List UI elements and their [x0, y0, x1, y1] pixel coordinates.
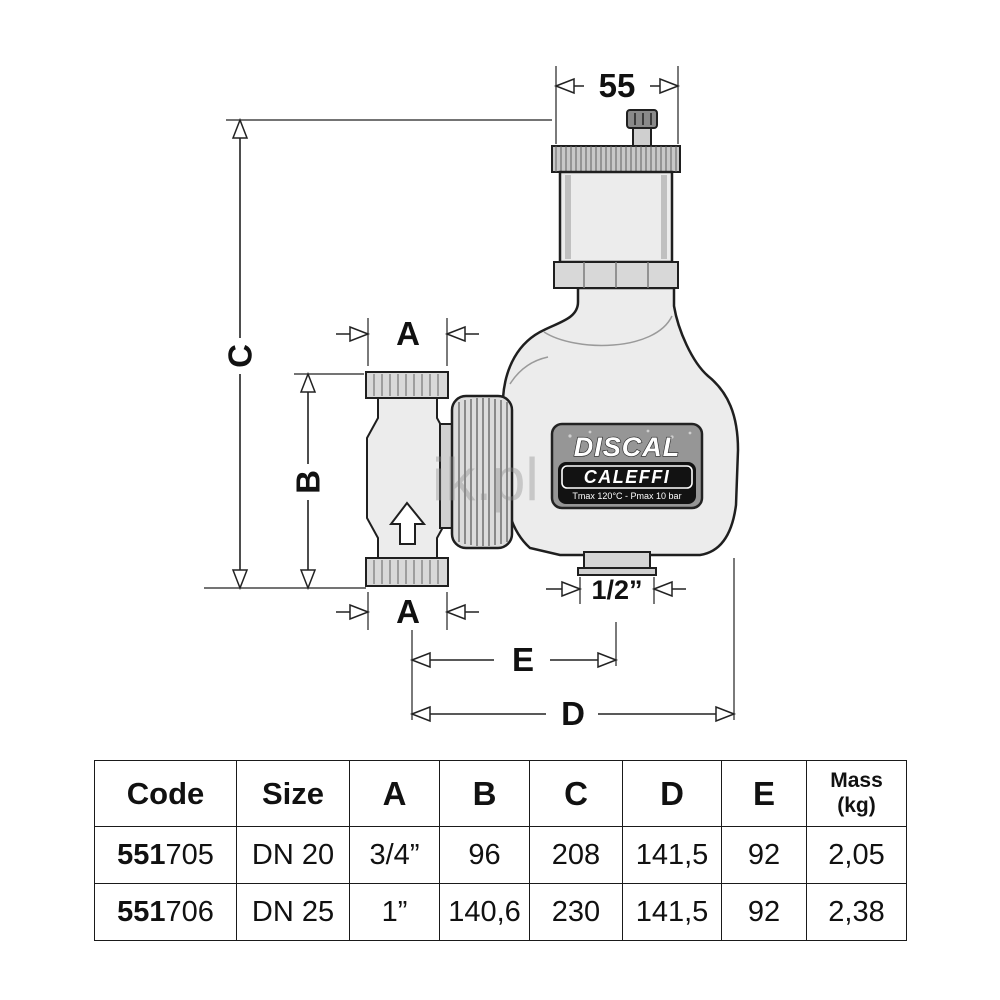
tee-top-threads [373, 374, 439, 396]
watermark: ik.pl [432, 446, 539, 513]
cell-b: 96 [439, 826, 530, 884]
flow-direction-arrow [388, 501, 427, 545]
cell-size: DN 25 [236, 883, 350, 941]
code-prefix: 551 [117, 895, 166, 928]
valve-main-body [501, 286, 740, 557]
discal-label: DISCAL [574, 432, 681, 462]
header-mass-line1: Mass [830, 769, 883, 793]
header-b: B [439, 760, 530, 827]
cell-e: 92 [721, 826, 807, 884]
dimension-lines [204, 66, 737, 723]
drain-port-group [577, 551, 657, 576]
table-row: 551705 DN 20 3/4” 96 208 141,5 92 2,05 [94, 826, 907, 884]
cell-c: 230 [529, 883, 623, 941]
dim-a-bottom-label: A [396, 593, 420, 630]
caleffi-logo: CALEFFI [584, 467, 671, 487]
tee-top-coupling [365, 371, 449, 399]
union-nut-ribs [458, 398, 508, 546]
tee-bottom-threads [373, 560, 439, 584]
cell-mass: 2,38 [806, 883, 907, 941]
tee-body [366, 397, 449, 559]
header-e: E [721, 760, 807, 827]
cell-a: 3/4” [349, 826, 440, 884]
dim-55-label: 55 [599, 67, 636, 104]
caleffi-logo-box [561, 465, 693, 489]
cell-a: 1” [349, 883, 440, 941]
vent-cap-slots [634, 113, 652, 125]
dim-a-top-label: A [396, 315, 420, 352]
spec-table: Code Size A B C D E Mass (kg) 551705 DN … [94, 760, 907, 941]
rating-text: Tmax 120°C - Pmax 10 bar [572, 491, 681, 501]
air-vent-group [551, 109, 681, 289]
header-a: A [349, 760, 440, 827]
collar-facets [583, 262, 649, 288]
valve-diagram: DISCAL CALEFFI Tmax 120°C - Pmax 10 bar … [204, 66, 740, 732]
code-suffix: 705 [165, 838, 214, 871]
dim-d-label: D [561, 695, 585, 732]
body-shoulder [509, 356, 549, 385]
cell-e: 92 [721, 883, 807, 941]
header-mass: Mass (kg) [806, 760, 907, 827]
header-c: C [529, 760, 623, 827]
knurl-lines [555, 146, 677, 172]
dim-drain-label: 1/2” [591, 575, 642, 605]
cylinder-shading [565, 175, 667, 259]
extension-lines [204, 66, 735, 720]
body-seam [543, 315, 673, 347]
tee-bottom-coupling [365, 557, 449, 587]
header-size: Size [236, 760, 350, 827]
union-group [439, 394, 514, 550]
dim-c-label: C [222, 344, 259, 368]
code-prefix: 551 [117, 838, 166, 871]
cell-mass: 2,05 [806, 826, 907, 884]
vent-cylinder [558, 170, 674, 264]
cell-c: 208 [529, 826, 623, 884]
cell-size: DN 20 [236, 826, 350, 884]
drain-port-lip [577, 567, 657, 576]
product-label-group: DISCAL CALEFFI Tmax 120°C - Pmax 10 bar [550, 422, 704, 510]
header-row: Code Size A B C D E Mass (kg) [94, 760, 907, 827]
tee-fitting-group [365, 371, 449, 587]
cell-d: 141,5 [622, 883, 722, 941]
dim-e-label: E [512, 641, 534, 678]
header-d: D [622, 760, 722, 827]
header-code: Code [94, 760, 237, 827]
cell-b: 140,6 [439, 883, 530, 941]
cell-code: 551705 [94, 826, 237, 884]
arrowheads [231, 77, 737, 723]
header-mass-line2: (kg) [837, 793, 876, 817]
code-suffix: 706 [165, 895, 214, 928]
valve-body-group [501, 286, 740, 557]
cell-d: 141,5 [622, 826, 722, 884]
dim-b-label: B [290, 470, 327, 494]
table-row: 551706 DN 25 1” 140,6 230 141,5 92 2,38 [94, 883, 907, 941]
cell-code: 551706 [94, 883, 237, 941]
